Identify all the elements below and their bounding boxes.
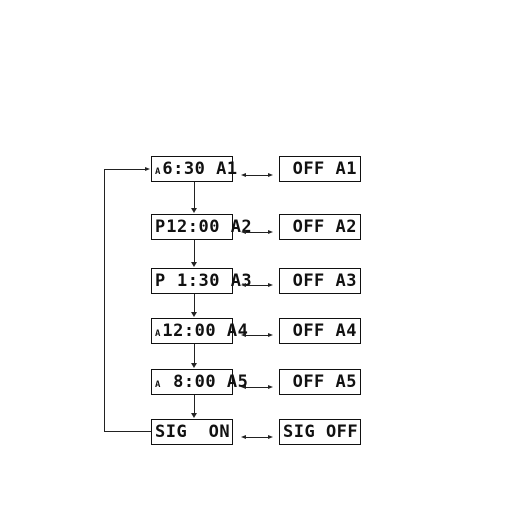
arrow-down-icon [191,262,197,267]
arrow-down-icon [191,312,197,317]
lcd-time-text: 6:30 [162,159,205,179]
arrow-right-icon [268,385,273,389]
lcd-alarm-label: A4 [227,321,248,341]
lcd-signal-off: SIG OFF [279,419,361,445]
lcd-alarm-label: A2 [231,217,252,237]
lcd-signal-off-text: SIG OFF [283,422,358,442]
arrow-down-icon [191,208,197,213]
lcd-alarm-5-time: A 8:00 A5 [151,369,233,395]
lcd-alarm-label: A5 [227,372,248,392]
lcd-alarm-5-off: OFF A5 [279,369,361,395]
connector-line [246,175,268,176]
ampm-indicator: P [155,217,165,237]
connector-line [246,437,268,438]
ampm-indicator: P [155,271,165,291]
lcd-alarm-2-off: OFF A2 [279,214,361,240]
arrow-right-icon [145,167,150,171]
lcd-time-text: 8:00 [162,372,216,392]
arrow-right-icon [268,283,273,287]
connector-line [246,335,268,336]
lcd-alarm-3-off: OFF A3 [279,268,361,294]
connector-line [246,232,268,233]
loop-line-bottom [104,431,151,432]
lcd-time-text: 1:30 [166,271,220,291]
connector-line [194,344,195,363]
lcd-off-text: OFF A2 [293,217,357,237]
lcd-off-text: OFF A4 [293,321,357,341]
lcd-off-text: OFF A3 [293,271,357,291]
arrow-down-icon [191,413,197,418]
connector-line [194,182,195,208]
ampm-indicator: A [155,380,160,390]
connector-line [246,387,268,388]
loop-line-vertical [104,169,105,432]
lcd-alarm-label: A1 [216,159,237,179]
arrow-right-icon [268,230,273,234]
lcd-alarm-1-off: OFF A1 [279,156,361,182]
lcd-time-text: 12:00 [166,217,220,237]
loop-line-top [104,169,145,170]
lcd-alarm-3-time: P 1:30 A3 [151,268,233,294]
lcd-signal-on-text: SIG ON [155,422,230,442]
ampm-indicator: A [155,329,160,339]
lcd-alarm-label: A3 [231,271,252,291]
lcd-alarm-2-time: P12:00 A2 [151,214,233,240]
lcd-alarm-4-off: OFF A4 [279,318,361,344]
arrow-right-icon [268,333,273,337]
arrow-right-icon [268,173,273,177]
ampm-indicator: A [155,167,160,177]
arrow-right-icon [268,435,273,439]
arrow-down-icon [191,363,197,368]
lcd-off-text: OFF A1 [293,159,357,179]
lcd-off-text: OFF A5 [293,372,357,392]
connector-line [194,395,195,413]
lcd-time-text: 12:00 [162,321,216,341]
connector-line [194,294,195,312]
lcd-signal-on: SIG ON [151,419,233,445]
connector-line [194,240,195,262]
connector-line [246,285,268,286]
